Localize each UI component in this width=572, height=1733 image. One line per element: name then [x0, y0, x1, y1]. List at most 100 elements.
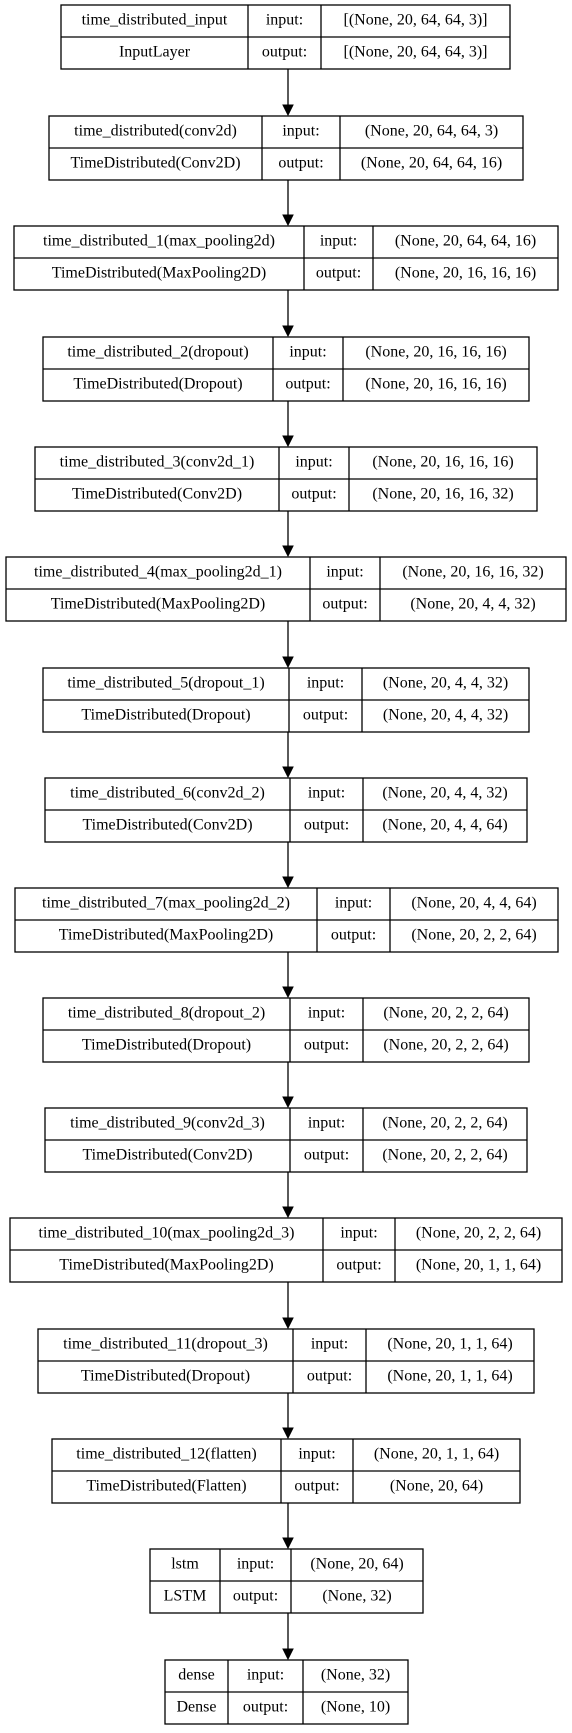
edge-arrow [282, 1172, 294, 1219]
arrowhead-icon [282, 1537, 294, 1550]
input-label: input: [340, 1225, 377, 1242]
layer-type: TimeDistributed(MaxPooling2D) [52, 265, 267, 282]
arrowhead-icon [282, 325, 294, 338]
arrowhead-icon [282, 1648, 294, 1661]
layer-node: time_distributed_6(conv2d_2)TimeDistribu… [44, 777, 528, 843]
edge-arrow [282, 1613, 294, 1661]
output-shape: (None, 20, 1, 1, 64) [416, 1257, 541, 1274]
input-label: input: [308, 785, 345, 802]
input-shape: (None, 20, 1, 1, 64) [387, 1336, 512, 1353]
arrowhead-icon [282, 1317, 294, 1330]
output-shape: (None, 20, 64) [390, 1478, 483, 1495]
input-label: input: [295, 454, 332, 471]
layer-node: time_distributed_10(max_pooling2d_3) Time… [9, 1217, 563, 1283]
edge-arrow [282, 1062, 294, 1109]
edge-arrow [282, 290, 294, 338]
arrowhead-icon [282, 545, 294, 558]
output-label: output: [294, 1478, 339, 1495]
output-shape: (None, 20, 16, 16, 32) [372, 486, 513, 503]
input-label: input: [247, 1667, 284, 1684]
layer-type: TimeDistributed(MaxPooling2D) [59, 1257, 274, 1274]
layer-type: TimeDistributed(Conv2D) [72, 486, 242, 503]
layer-name: time_distributed(conv2d) [74, 123, 237, 140]
layer-name: time_distributed_1(max_pooling2d) [43, 233, 275, 250]
layer-node: time_distributed_5(dropout_1)TimeDistrib… [42, 667, 530, 733]
layer-type: TimeDistributed(MaxPooling2D) [51, 596, 266, 613]
layer-name: time_distributed_3(conv2d_1) [60, 454, 255, 471]
edge-arrow [282, 842, 294, 889]
arrowhead-icon [282, 435, 294, 448]
input-shape: (None, 20, 16, 16, 32) [402, 564, 543, 581]
layer-name: time_distributed_5(dropout_1) [67, 675, 264, 692]
input-label: input: [335, 895, 372, 912]
layer-name: dense [178, 1667, 214, 1684]
edge-arrow [282, 1282, 294, 1330]
layer-node: time_distributed_9(conv2d_3)TimeDistribu… [44, 1107, 528, 1173]
edge-arrow [282, 952, 294, 999]
input-shape: (None, 32) [321, 1667, 390, 1684]
edge-arrow [282, 69, 294, 117]
output-shape: (None, 20, 4, 4, 32) [410, 596, 535, 613]
edge-arrow [282, 621, 294, 669]
input-label: input: [266, 12, 303, 29]
output-label: output: [322, 596, 367, 613]
input-label: input: [326, 564, 363, 581]
layer-name: time_distributed_input [82, 12, 228, 29]
arrowhead-icon [282, 986, 294, 999]
layer-type: InputLayer [119, 44, 191, 61]
layer-type: TimeDistributed(Dropout) [81, 1368, 250, 1385]
layer-name: time_distributed_2(dropout) [67, 344, 248, 361]
layer-name: time_distributed_6(conv2d_2) [70, 785, 265, 802]
output-label: output: [316, 265, 361, 282]
input-shape: (None, 20, 4, 4, 32) [383, 675, 508, 692]
edge-arrow [282, 1393, 294, 1440]
layer-name: time_distributed_10(max_pooling2d_3) [39, 1225, 295, 1242]
input-label: input: [282, 123, 319, 140]
layer-node: time_distributed_1(max_pooling2d) TimeDis… [13, 225, 559, 291]
layer-type: TimeDistributed(Dropout) [73, 376, 242, 393]
output-label: output: [336, 1257, 381, 1274]
output-shape: [(None, 20, 64, 64, 3)] [344, 44, 488, 61]
input-shape: (None, 20, 64, 64, 16) [395, 233, 536, 250]
input-label: input: [237, 1556, 274, 1573]
output-label: output: [233, 1588, 278, 1605]
output-label: output: [243, 1699, 288, 1716]
input-label: input: [307, 675, 344, 692]
layer-type: TimeDistributed(Conv2D) [70, 155, 240, 172]
output-label: output: [262, 44, 307, 61]
arrowhead-icon [282, 876, 294, 889]
output-label: output: [285, 376, 330, 393]
layer-type: TimeDistributed(MaxPooling2D) [59, 927, 274, 944]
input-label: input: [311, 1336, 348, 1353]
edge-arrow [282, 511, 294, 558]
edge-arrow [282, 180, 294, 227]
output-shape: (None, 20, 1, 1, 64) [387, 1368, 512, 1385]
layer-node: time_distributed_11(dropout_3)TimeDistri… [37, 1328, 535, 1394]
output-shape: (None, 20, 64, 64, 16) [361, 155, 502, 172]
output-shape: (None, 20, 2, 2, 64) [383, 1037, 508, 1054]
output-label: output: [304, 1037, 349, 1054]
layer-node: time_distributed_3(conv2d_1) TimeDistribu… [34, 446, 538, 512]
output-label: output: [304, 817, 349, 834]
layer-node: time_distributed_2(dropout) TimeDistribut… [42, 336, 530, 402]
arrowhead-icon [282, 766, 294, 779]
layer-node: time_distributed_12(flatten)TimeDistribu… [51, 1438, 521, 1504]
input-label: input: [308, 1115, 345, 1132]
output-label: output: [331, 927, 376, 944]
input-shape: (None, 20, 64) [310, 1556, 403, 1573]
layer-type: TimeDistributed(Flatten) [86, 1478, 246, 1495]
arrowhead-icon [282, 214, 294, 227]
output-shape: (None, 20, 4, 4, 32) [383, 707, 508, 724]
output-shape: (None, 20, 2, 2, 64) [411, 927, 536, 944]
input-label: input: [308, 1005, 345, 1022]
output-shape: (None, 20, 16, 16, 16) [365, 376, 506, 393]
edge-arrow [282, 401, 294, 448]
layer-name: lstm [171, 1556, 199, 1573]
output-shape: (None, 20, 4, 4, 64) [382, 817, 507, 834]
output-label: output: [291, 486, 336, 503]
output-shape: (None, 32) [322, 1588, 391, 1605]
